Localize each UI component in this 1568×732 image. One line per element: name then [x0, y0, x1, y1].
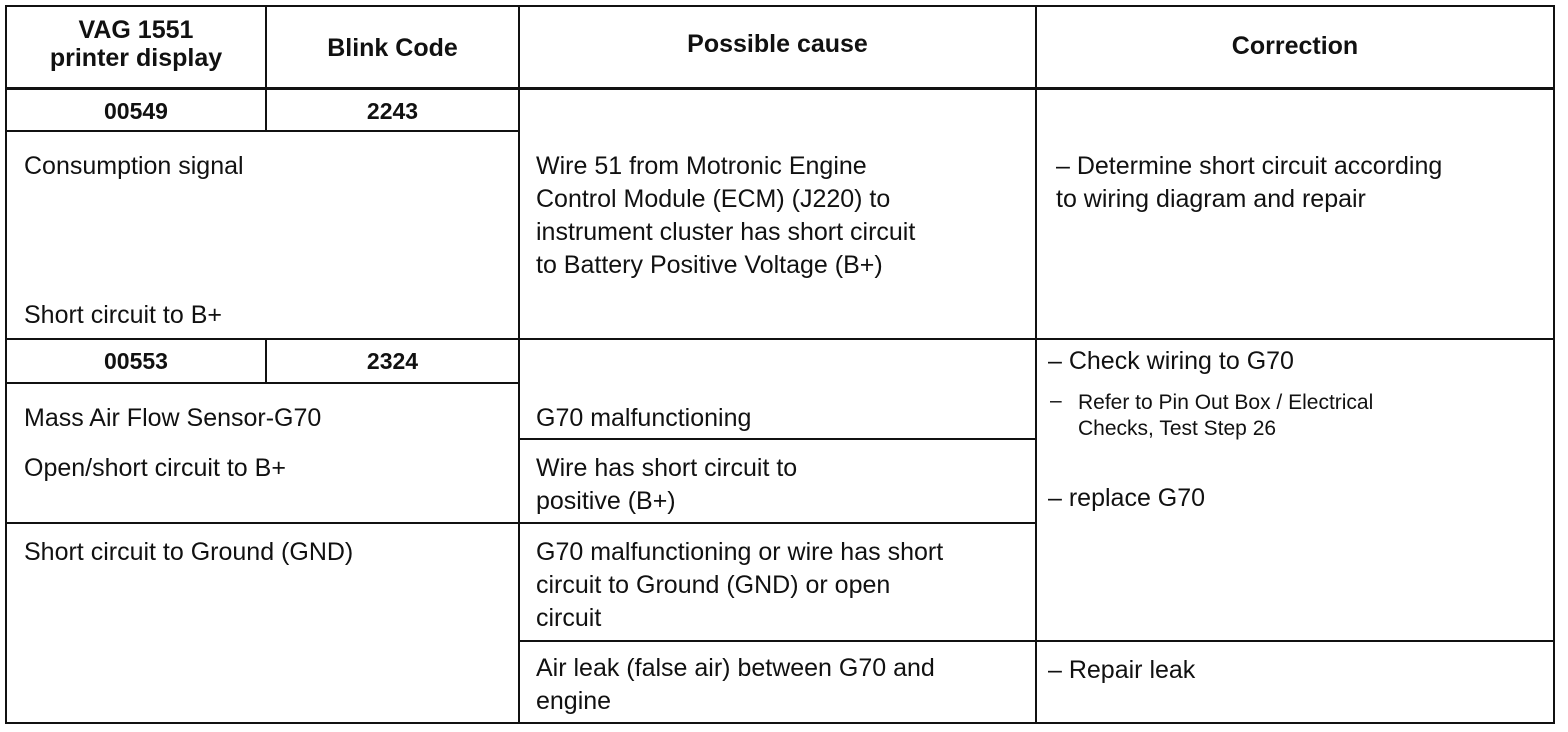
display-short-circuit-bplus: Short circuit to B+: [24, 301, 222, 329]
header-bottom-border: [5, 87, 1555, 90]
col-divider-2: [518, 5, 520, 724]
display-consumption-signal: Consumption signal: [24, 152, 244, 180]
display-divider-1: [5, 522, 1035, 524]
fault-code-00549: 00549: [104, 98, 168, 124]
correction-refer-pin-out-box: Refer to Pin Out Box / Electrical Checks…: [1078, 391, 1374, 440]
table-right-border: [1553, 5, 1555, 724]
blink-code-2243: 2243: [366, 98, 419, 124]
table-left-border: [5, 5, 7, 724]
cause-air-leak: Air leak (false air) between G70 and eng…: [536, 654, 935, 715]
row-1-bottom-border: [5, 338, 1555, 340]
fault-code-00553: 00553: [104, 348, 168, 374]
correction-dash: –: [1050, 389, 1062, 412]
correction-replace-g70: – replace G70: [1048, 484, 1206, 512]
cause-g70-malfunctioning: G70 malfunctioning: [536, 404, 752, 432]
cause-divider-3: [520, 640, 1555, 642]
blink-code-2324: 2324: [366, 348, 419, 374]
display-short-ground: Short circuit to Ground (GND): [24, 538, 354, 566]
header-vag-printer-display: VAG 1551 printer display: [49, 16, 223, 72]
cause-divider-1: [520, 438, 1035, 440]
col-divider-1-header: [265, 5, 267, 130]
cause-g70-or-wire-ground: G70 malfunctioning or wire has short cir…: [536, 538, 944, 632]
header-correction: Correction: [1231, 32, 1359, 60]
header-blink-code: Blink Code: [327, 34, 458, 62]
correction-determine-short: – Determine short circuit according to w…: [1056, 152, 1443, 213]
cause-wire-short-positive: Wire has short circuit to positive (B+): [536, 454, 798, 515]
display-mass-air-flow-sensor: Mass Air Flow Sensor-G70: [24, 404, 322, 432]
code-row-2-border: [5, 382, 520, 384]
correction-repair-leak: – Repair leak: [1048, 656, 1196, 684]
table-top-border: [5, 5, 1555, 7]
header-possible-cause: Possible cause: [687, 30, 868, 58]
col-divider-3: [1035, 5, 1037, 724]
correction-check-wiring-g70: – Check wiring to G70: [1048, 347, 1294, 375]
table-bottom-border: [5, 722, 1555, 724]
display-open-short-bplus: Open/short circuit to B+: [24, 454, 286, 482]
code-row-1-border: [5, 130, 520, 132]
col-divider-1-row2: [265, 338, 267, 382]
cause-wire-51: Wire 51 from Motronic Engine Control Mod…: [536, 152, 916, 279]
